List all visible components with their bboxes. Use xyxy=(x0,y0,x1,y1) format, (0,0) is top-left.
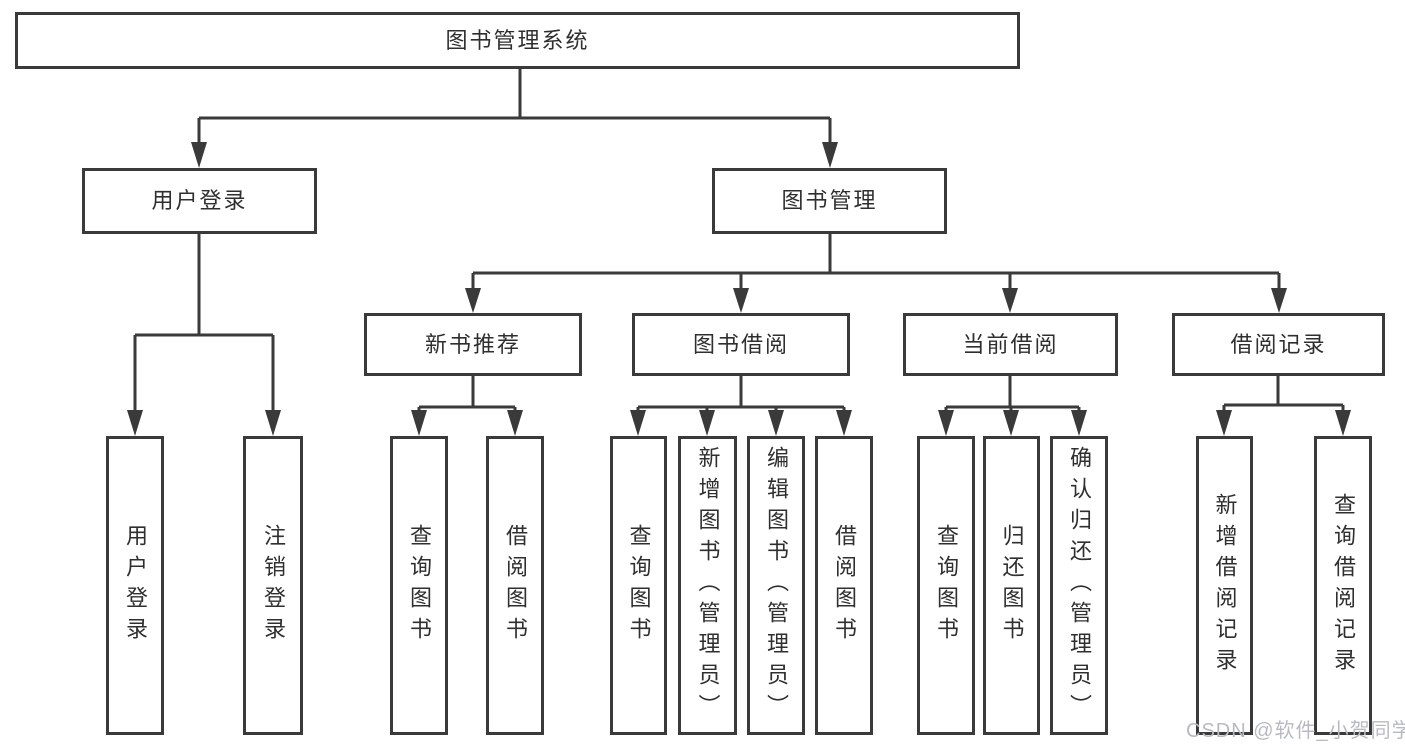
leaf-edit-books-admin: 编辑图书（管理员） xyxy=(747,436,805,735)
node-user-login: 用户登录 xyxy=(82,168,317,234)
leaf-user-login: 用户登录 xyxy=(106,436,164,735)
leaf-add-borrow-record: 新增借阅记录 xyxy=(1196,436,1253,735)
leaf-query-books-3: 查询图书 xyxy=(917,436,975,735)
leaf-query-books-1: 查询图书 xyxy=(390,436,448,735)
leaf-borrow-books-2: 借阅图书 xyxy=(815,436,873,735)
node-borrow-records: 借阅记录 xyxy=(1172,313,1385,376)
leaf-confirm-return-admin: 确认归还（管理员） xyxy=(1050,436,1108,735)
node-book-borrow: 图书借阅 xyxy=(632,313,850,376)
leaf-logout: 注销登录 xyxy=(243,436,303,735)
leaf-query-borrow-record: 查询借阅记录 xyxy=(1314,436,1372,735)
leaf-borrow-books-1: 借阅图书 xyxy=(486,436,544,735)
node-new-book-recommend: 新书推荐 xyxy=(364,313,582,376)
leaf-query-books-2: 查询图书 xyxy=(610,436,667,735)
node-root: 图书管理系统 xyxy=(15,12,1020,69)
leaf-add-books-admin: 新增图书（管理员） xyxy=(678,436,737,735)
csdn-watermark: CSDN @软件_小贺同学 xyxy=(1186,720,1405,742)
node-current-borrow: 当前借阅 xyxy=(903,313,1118,376)
leaf-return-books: 归还图书 xyxy=(983,436,1040,735)
node-book-management: 图书管理 xyxy=(712,168,947,234)
